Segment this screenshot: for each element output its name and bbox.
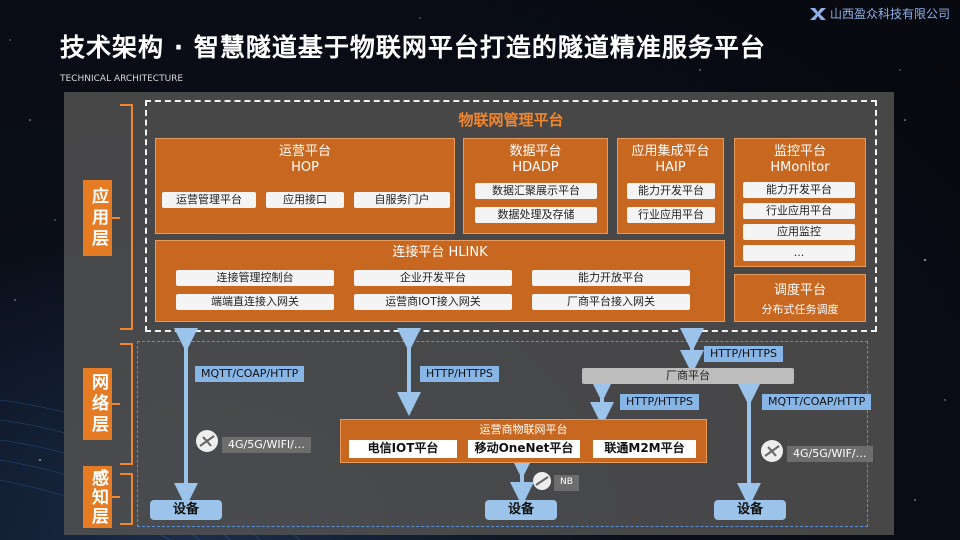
- net-layer-bracket: [120, 343, 133, 465]
- company-logo-icon: [809, 7, 826, 20]
- haip-item: 能力开发平台: [627, 183, 715, 199]
- dispatch-box: 调度平台 分布式任务调度: [734, 274, 866, 322]
- haip-code: HAIP: [655, 160, 686, 175]
- hlink-item: 运营商IOT接入网关: [354, 294, 512, 310]
- nb-label: NB: [554, 475, 579, 491]
- hop-item: 应用接口: [266, 192, 344, 208]
- proto-left: MQTT/COAP/HTTP: [195, 366, 305, 382]
- hlink-item: 企业开发平台: [354, 270, 512, 286]
- device-left: 设备: [150, 500, 222, 520]
- hlink-item: 能力开放平台: [532, 270, 690, 286]
- app-layer-connector: [112, 217, 120, 219]
- hop-code: HOP: [291, 160, 319, 175]
- haip-name: 应用集成平台: [631, 144, 710, 159]
- vendor-platform: 厂商平台: [582, 368, 794, 384]
- hmonitor-item: 行业应用平台: [743, 203, 855, 219]
- satellite-icon: [196, 430, 218, 452]
- haip-item: 行业应用平台: [627, 207, 715, 223]
- company-name: 山西盈众科技有限公司: [809, 5, 950, 22]
- hop-box: 运营平台 HOP: [155, 138, 455, 234]
- wireless-right: 4G/5G/WIF/…: [787, 446, 873, 462]
- net-layer-connector: [112, 403, 120, 405]
- operator-item: 移动OneNet平台: [468, 440, 580, 458]
- hlink-item: 连接管理控制台: [176, 270, 334, 286]
- hlink-title: 连接平台 HLINK: [392, 245, 488, 260]
- proto-mid: HTTP/HTTPS: [420, 366, 499, 382]
- operator-item: 联通M2M平台: [593, 440, 696, 458]
- satellite-icon: [761, 440, 783, 462]
- hmonitor-item: 能力开发平台: [743, 182, 855, 198]
- sense-layer-connector: [112, 496, 120, 498]
- hmonitor-item: 应用监控: [743, 224, 855, 240]
- hdadp-name: 数据平台: [509, 144, 562, 159]
- dispatch-sub: 分布式任务调度: [761, 303, 839, 316]
- wireless-left: 4G/5G/WIFI/…: [222, 437, 311, 453]
- hmonitor-item: ...: [743, 245, 855, 261]
- hmonitor-code: HMonitor: [770, 160, 830, 175]
- app-layer-bracket: [120, 104, 133, 330]
- dispatch-title: 调度平台: [773, 283, 826, 298]
- hdadp-code: HDADP: [512, 160, 559, 175]
- proto-vendor-top: HTTP/HTTPS: [704, 346, 783, 362]
- iot-management-title: 物联网管理平台: [458, 111, 564, 129]
- hdadp-item: 数据处理及存储: [475, 207, 597, 223]
- app-layer-label: 应用层: [83, 180, 112, 256]
- sense-layer-label: 感知层: [83, 466, 112, 528]
- operator-item: 电信IOT平台: [349, 440, 457, 458]
- device-right: 设备: [714, 500, 786, 520]
- company-label: 山西盈众科技有限公司: [829, 7, 950, 21]
- proto-right: MQTT/COAP/HTTP: [762, 394, 872, 410]
- hop-item: 运营管理平台: [162, 192, 256, 208]
- network-layer-box: [137, 341, 868, 527]
- page-title: 技术架构 · 智慧隧道基于物联网平台打造的隧道精准服务平台: [60, 33, 766, 62]
- hlink-item: 厂商平台接入网关: [532, 294, 690, 310]
- hdadp-item: 数据汇聚展示平台: [475, 183, 597, 199]
- hop-item: 自服务门户: [354, 192, 450, 208]
- hmonitor-name: 监控平台: [773, 144, 826, 159]
- hop-name: 运营平台: [278, 144, 331, 159]
- app-layer-box: [145, 100, 877, 332]
- net-layer-label: 网络层: [83, 368, 112, 440]
- proto-vendor-bottom: HTTP/HTTPS: [620, 394, 699, 410]
- page-subtitle: TECHNICAL ARCHITECTURE: [60, 74, 184, 84]
- satellite-icon: [533, 472, 551, 490]
- operator-title: 运营商物联网平台: [479, 423, 568, 436]
- hlink-item: 端端直连接入网关: [176, 294, 334, 310]
- sense-layer-bracket: [120, 473, 133, 525]
- device-mid: 设备: [485, 500, 557, 520]
